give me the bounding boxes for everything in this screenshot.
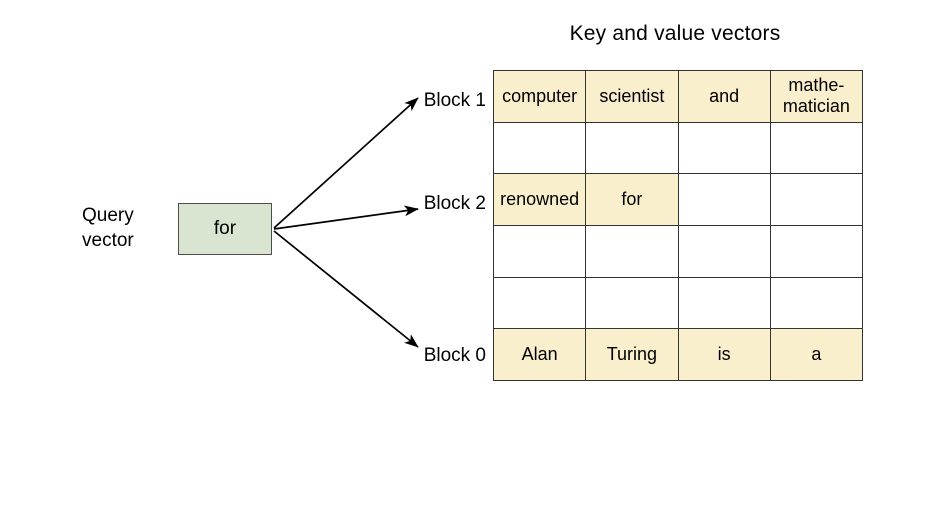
grid-cell-r5-c1: Turing — [586, 329, 679, 381]
grid-cell-text: computer — [502, 85, 578, 106]
block-label-1: Block 1 — [423, 90, 486, 111]
grid-cell-r3-c1 — [586, 226, 679, 278]
arrow-to-block-0 — [273, 230, 419, 348]
grid-cell-r2-c3 — [770, 174, 863, 226]
grid-cell-r5-c0: Alan — [494, 329, 587, 381]
grid-cell-r4-c0 — [494, 277, 587, 330]
grid-cell-r1-c0 — [494, 122, 587, 175]
grid-cell-r0-c3: mathe- matician — [770, 71, 863, 123]
grid-cell-text: is — [717, 344, 731, 365]
arrow-to-block-1 — [273, 97, 419, 229]
grid-cell-r1-c3 — [770, 122, 863, 175]
grid-cell-r3-c0 — [494, 226, 587, 278]
arrow-to-block-2 — [273, 205, 419, 230]
grid-cell-r2-c2 — [678, 174, 771, 226]
grid-cell-r5-c2: is — [678, 329, 771, 381]
grid-cell-r5-c3: a — [770, 329, 863, 381]
grid-cell-r1-c2 — [678, 122, 771, 175]
grid-cell-r4-c2 — [678, 277, 771, 330]
grid-cell-r4-c3 — [770, 277, 863, 330]
query-vector-box: for — [178, 203, 272, 255]
grid-cell-text: scientist — [599, 85, 665, 106]
grid-cell-r0-c1: scientist — [586, 71, 679, 123]
grid-cell-text: Turing — [606, 344, 658, 365]
grid-cell-r2-c0: renowned — [494, 174, 587, 226]
grid-cell-text: renowned — [500, 189, 580, 210]
grid-cell-r3-c3 — [770, 226, 863, 278]
key-value-grid: computer scientist and mathe- matician renow… — [493, 70, 863, 381]
grid-cell-r4-c1 — [586, 277, 679, 330]
grid-cell-text: and — [709, 85, 740, 106]
grid-cell-r3-c2 — [678, 226, 771, 278]
grid-cell-r1-c1 — [586, 122, 679, 175]
block-label-2: Block 2 — [423, 193, 486, 214]
page-title: Key and value vectors — [569, 22, 781, 45]
grid-cell-r0-c2: and — [678, 71, 771, 123]
query-vector-label: Query vector — [82, 205, 134, 251]
grid-cell-text: for — [621, 189, 643, 210]
grid-cell-r0-c0: computer — [494, 71, 587, 123]
grid-cell-text: a — [811, 344, 822, 365]
grid-cell-r2-c1: for — [586, 174, 679, 226]
query-vector-token: for — [213, 218, 237, 239]
grid-cell-text: mathe- matician — [782, 75, 850, 117]
grid-cell-text: Alan — [521, 344, 558, 365]
block-label-0: Block 0 — [423, 345, 486, 366]
